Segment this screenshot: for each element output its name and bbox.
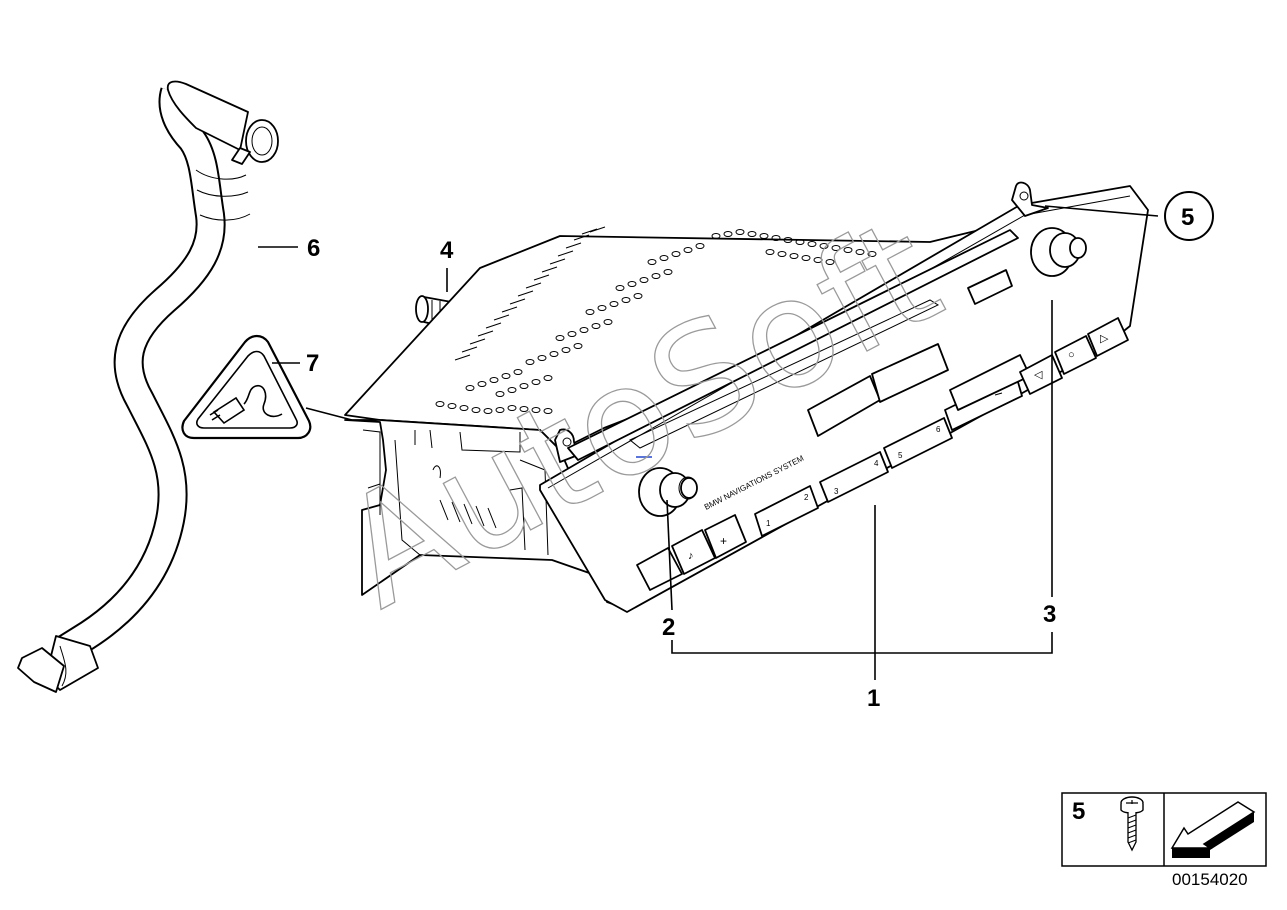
heat-sink-fins xyxy=(454,226,606,361)
callouts: 6 4 7 5 2 3 1 xyxy=(306,191,1214,712)
preset-label-2: 2 xyxy=(804,493,809,502)
callout-6: 6 xyxy=(307,235,320,262)
callout-7: 7 xyxy=(306,350,319,377)
button-right xyxy=(1087,317,1129,357)
navigation-unit: 1 2 3 4 5 6 ♪ + ◁ ○ ▷ BMW NAVIGATIONS SY… xyxy=(344,181,1149,613)
button-note-symbol: ♪ xyxy=(688,550,694,562)
preset-button-1-2 xyxy=(754,485,819,537)
callout-5: 5 xyxy=(1181,204,1194,231)
preset-label-1: 1 xyxy=(766,519,771,528)
callout-2: 2 xyxy=(662,614,675,641)
callout-3: 3 xyxy=(1043,601,1056,628)
preset-button-5-6 xyxy=(883,417,953,469)
callout-5-circle xyxy=(1164,191,1214,241)
preset-label-5: 5 xyxy=(898,451,903,460)
button-circle-symbol: ○ xyxy=(1068,349,1075,361)
antenna-cable xyxy=(17,80,279,693)
leader-lines xyxy=(258,205,1159,680)
legend-number: 5 xyxy=(1072,798,1085,825)
screw-icon xyxy=(1120,796,1144,852)
legend-box: 5 xyxy=(1061,792,1267,867)
button-note xyxy=(671,529,716,575)
preset-buttons: 1 2 3 4 5 6 xyxy=(754,417,953,537)
preset-label-6: 6 xyxy=(936,425,941,434)
knob-left xyxy=(638,467,698,517)
callout-4: 4 xyxy=(440,237,454,264)
preset-label-3: 3 xyxy=(834,487,839,496)
button-plus xyxy=(704,514,747,559)
button-circle xyxy=(1054,335,1097,375)
callout-1: 1 xyxy=(867,685,880,712)
image-number: 00154020 xyxy=(1172,870,1248,889)
knob-right xyxy=(1030,227,1087,277)
button-right-symbol: ▷ xyxy=(1100,333,1109,345)
button-plus-symbol: + xyxy=(720,534,727,548)
warning-label-icon xyxy=(181,334,312,440)
button-left-symbol: ◁ xyxy=(1034,369,1043,381)
vent-holes xyxy=(435,229,877,414)
preset-button-3-4 xyxy=(819,451,889,503)
direction-arrow-icon xyxy=(1170,801,1256,858)
preset-label-4: 4 xyxy=(874,459,879,468)
